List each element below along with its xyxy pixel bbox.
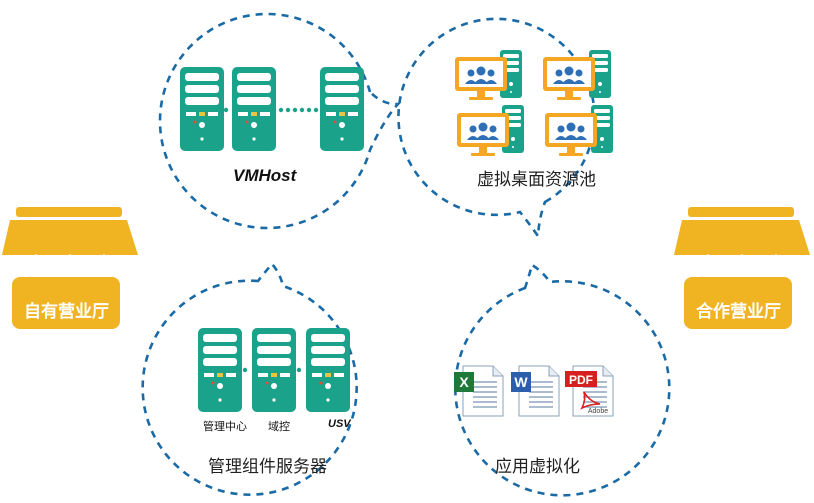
server-icon xyxy=(198,328,242,412)
vmhost-server-group xyxy=(180,67,364,151)
svg-text:W: W xyxy=(514,374,528,390)
server-icon xyxy=(180,67,224,151)
desktop-users-icon xyxy=(543,57,595,100)
desktop-pool-bubble-outline xyxy=(397,17,596,240)
right-store-icon xyxy=(672,207,812,329)
ellipsis-dots xyxy=(223,107,319,113)
server-icon xyxy=(306,328,350,412)
management-label: 管理组件服务器 xyxy=(208,457,327,476)
server-label-domain-control: 域控 xyxy=(268,421,290,433)
server-icon xyxy=(320,67,364,151)
desktop-users-icon xyxy=(455,57,507,100)
management-server-group xyxy=(198,328,350,412)
server-label-usv: USV xyxy=(328,418,351,430)
desktop-users-icon xyxy=(457,113,509,156)
excel-document-icon: X xyxy=(454,365,504,417)
document-group: X W PDF Adobe xyxy=(454,365,614,417)
management-bubble-outline xyxy=(141,262,358,496)
vmhost-label: VMHost xyxy=(233,166,297,185)
vmhost-bubble-outline xyxy=(158,12,402,230)
right-store-label: 合作营业厅 xyxy=(696,302,781,321)
server-icon xyxy=(252,328,296,412)
desktop-pool-label: 虚拟桌面资源池 xyxy=(477,170,596,189)
left-store-label: 自有营业厅 xyxy=(24,302,109,321)
pdf-document-icon: PDF Adobe xyxy=(565,365,614,417)
word-document-icon: W xyxy=(511,365,560,417)
left-store-icon xyxy=(0,207,140,329)
server-icon xyxy=(232,67,276,151)
desktop-pool-group xyxy=(455,50,613,156)
adobe-text: Adobe xyxy=(588,408,608,415)
pdf-badge-text: PDF xyxy=(569,373,593,387)
server-label-management-center: 管理中心 xyxy=(203,421,247,433)
app-virtualization-label: 应用虚拟化 xyxy=(495,457,580,476)
svg-text:X: X xyxy=(459,374,469,390)
